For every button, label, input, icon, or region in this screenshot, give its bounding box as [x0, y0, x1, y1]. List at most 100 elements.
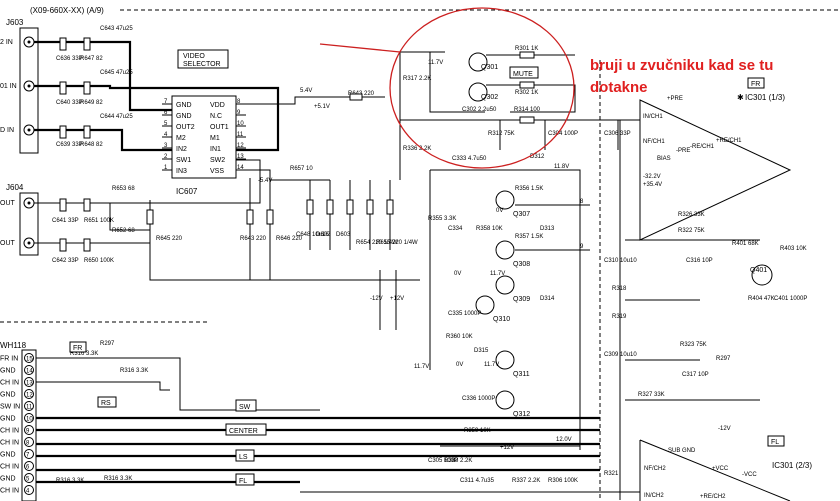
ic607-pin-label: IN1 — [210, 146, 221, 153]
ic607-pin-label: SW2 — [210, 157, 225, 164]
video-selector-box — [177, 49, 229, 69]
wh118-pin-label: GND — [0, 452, 16, 459]
comp-c333: C333 4.7u50 — [452, 156, 487, 162]
comp-r653: R653 68 — [112, 186, 135, 192]
transistor-symbol — [495, 240, 515, 260]
comp-r314: R314 100 — [514, 107, 541, 113]
tag-fl-label: FL — [239, 478, 247, 485]
ic301-pre-m: -PRE — [676, 148, 690, 154]
ic301-sub-gnd: SUB GND — [668, 448, 696, 454]
comp-r323: R323 75K — [680, 342, 707, 348]
r302-body — [519, 81, 535, 89]
mute-box — [509, 66, 539, 79]
wh118-pin-number: 14 — [26, 369, 33, 375]
transistor-symbol — [495, 350, 515, 370]
comp-r645: R645 220 — [156, 236, 183, 242]
comp-r322: R322 75K — [678, 228, 705, 234]
comp-c316: C316 10P — [686, 258, 713, 264]
comp-r655: R655 220 1/4W — [376, 240, 418, 246]
ic607-pin-number: 1 — [164, 165, 168, 171]
comp-r647: R647 82 — [80, 56, 103, 62]
lower-passives — [146, 178, 420, 281]
ic301-bottom-label: IC301 (2/3) — [772, 461, 812, 470]
transistor-symbol — [475, 295, 495, 315]
wh118-pin-label: GND — [0, 416, 16, 423]
ic607-pin-label: OUT1 — [210, 124, 229, 131]
comp-r297: R297 — [716, 356, 731, 362]
comp-q302: Q302 — [481, 94, 498, 101]
ic607-pin-number: 5 — [164, 121, 168, 127]
comp-r649: R649 82 — [80, 100, 103, 106]
video-selector-title-2: SELECTOR — [183, 61, 221, 68]
comp-r356: R356 1.5K — [515, 186, 543, 192]
comp-q301: Q301 — [481, 64, 498, 71]
tag-fl — [235, 473, 255, 486]
comp-r306: R316 3.3K — [120, 368, 148, 374]
r661-body — [349, 93, 363, 101]
r314-body — [519, 116, 535, 124]
tag-ls — [235, 449, 255, 462]
wh118-pin-number: 11 — [26, 405, 33, 411]
comp-r643: R643 220 — [240, 236, 267, 242]
comp-r337: R316 3.3K — [70, 351, 98, 357]
comp-c640: C640 33P — [56, 100, 83, 106]
video-selector-title-1: VIDEO — [183, 53, 205, 60]
ic301-in-ch2: IN/CH2 — [644, 493, 664, 499]
j603-pin-3: D IN — [0, 127, 14, 134]
wh118-pin-number: 13 — [26, 381, 33, 387]
q301-transistor — [468, 52, 488, 72]
ic301-re-ch2: +RE/CH2 — [700, 494, 726, 500]
ic607-pin-number: 9 — [237, 110, 241, 116]
comp-c644: C644 47u25 — [100, 114, 133, 120]
wh118-pin-circle — [24, 485, 34, 495]
ic607-pin-number: 12 — [237, 143, 244, 149]
ic301-v1: -32.2V — [643, 174, 661, 180]
tag-sw-label: SW — [239, 404, 251, 411]
ic607-pin-number: 7 — [164, 99, 168, 105]
q401-transistor — [751, 264, 773, 286]
comp-c639: C639 33P — [56, 142, 83, 148]
transistor-label: Q311 — [513, 371, 530, 378]
ic607-pin-label: M1 — [210, 135, 220, 142]
wh118-pin-number: 12 — [26, 393, 33, 399]
ic607-pin-label: OUT2 — [176, 124, 195, 131]
ic607-name: IC607 — [176, 187, 198, 196]
ic607-pin-number: 10 — [237, 121, 244, 127]
comp-r315: R306 100K — [548, 478, 578, 484]
comp-r648: R648 82 — [80, 142, 103, 148]
voltage-rail-neg12: -12V — [370, 296, 383, 302]
comp-d314: D314 — [540, 296, 555, 302]
comp-r362: R388 2.2K — [444, 458, 472, 464]
comp-r327: R327 33K — [638, 392, 665, 398]
j604-pin-1: OUT — [0, 200, 16, 207]
comp-c334: C334 — [448, 226, 463, 232]
j604-connector — [19, 192, 39, 256]
voltage-11-8: 11.8V — [554, 164, 569, 170]
comp-c645: C645 47u25 — [100, 70, 133, 76]
ic607-pin-label: GND — [176, 102, 192, 109]
comp-r319: R319 — [612, 314, 627, 320]
wh118-pin-label: CH IN — [0, 428, 19, 435]
tag-sw — [235, 399, 257, 412]
wh118-pin-number: 9 — [26, 429, 30, 435]
wh118-pin-circle — [24, 425, 34, 435]
voltage-5-1: +5.1V — [314, 104, 330, 110]
ic301-bias: BIAS — [657, 156, 671, 162]
tag-fr-label: FR — [73, 345, 82, 352]
comp-r403: R403 10K — [780, 246, 807, 252]
voltage-0v-b: 0V — [454, 271, 461, 277]
wh118-pin-number: 4 — [26, 489, 30, 495]
wh118-pin-circle — [24, 437, 34, 447]
j603-label: J603 — [6, 18, 24, 27]
ic607-pin-label: GND — [176, 113, 192, 120]
header-model: (X09-660X-XX) (A/9) — [30, 6, 104, 15]
comp-c317: C317 10P — [682, 372, 709, 378]
ic301-re-ch1b: -RE/CH1 — [690, 144, 715, 150]
wh118-pin-label: CH IN — [0, 440, 19, 447]
ic301-re-ch1: +RE/CH1 — [716, 138, 742, 144]
transistor-label: Q309 — [513, 296, 530, 303]
comp-c309: C309 10u10 — [604, 352, 637, 358]
comp-r312: R312 75K — [488, 131, 515, 137]
